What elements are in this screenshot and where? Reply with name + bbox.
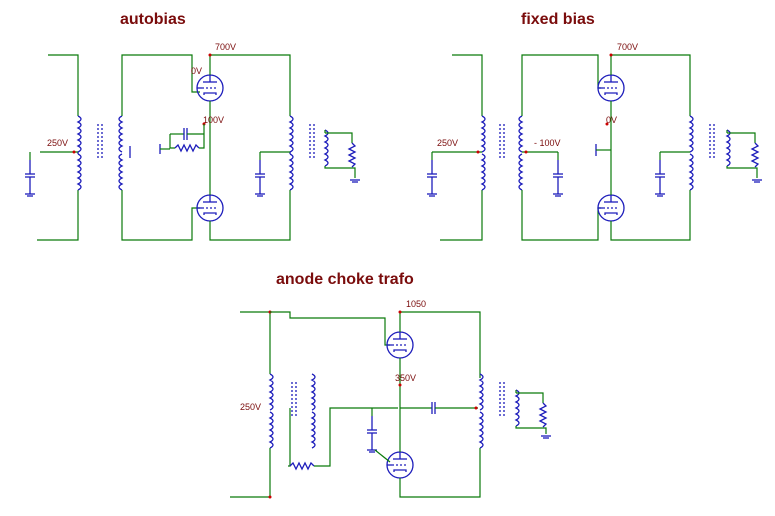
ac-supply-voltage: 1050 bbox=[406, 299, 426, 309]
fb-grid-voltage: 250V bbox=[437, 138, 458, 148]
input-secondary-winding bbox=[118, 115, 123, 153]
ac-grid-resistor bbox=[289, 462, 315, 470]
fixed-bias-title: fixed bias bbox=[521, 11, 595, 28]
output-cap bbox=[254, 159, 266, 197]
fb-input-secondary-winding-lower bbox=[518, 153, 523, 191]
autobias-grid-voltage: 250V bbox=[47, 138, 68, 148]
input-cap bbox=[24, 159, 36, 197]
output-ground bbox=[349, 179, 361, 183]
ac-load-resistor bbox=[539, 402, 547, 428]
ac-mid-voltage: 350V bbox=[395, 373, 416, 383]
autobias-supply-voltage: 700V bbox=[215, 42, 236, 52]
fb-output-ground bbox=[751, 179, 763, 183]
ac-input-primary-winding bbox=[269, 373, 274, 411]
ac-output-primary-winding bbox=[479, 373, 484, 411]
ac-lower-tube bbox=[386, 451, 414, 479]
input-core bbox=[97, 123, 103, 159]
input-primary-winding bbox=[77, 115, 82, 153]
anode-choke-title: anode choke trafo bbox=[276, 271, 414, 288]
ac-output-core bbox=[499, 381, 505, 417]
cathode-resistor bbox=[174, 144, 200, 152]
input-wire bbox=[37, 54, 79, 241]
output-primary-winding-lower bbox=[289, 153, 294, 191]
output-secondary-winding bbox=[324, 129, 329, 167]
fb-load-resistor bbox=[751, 142, 759, 168]
output-core bbox=[309, 123, 315, 159]
upper-tube bbox=[196, 74, 224, 102]
ac-bias-cap bbox=[366, 415, 378, 453]
fb-input-primary-winding-lower bbox=[481, 153, 486, 191]
fb-input-core bbox=[499, 123, 505, 159]
autobias-circuit: autobias 250V 700V 0V 100V bbox=[24, 11, 361, 241]
fb-lower-tube bbox=[597, 194, 625, 222]
load-resistor bbox=[348, 142, 356, 168]
ac-output-primary-winding-lower bbox=[479, 411, 484, 449]
ac-input-core bbox=[291, 381, 297, 417]
ac-grid-voltage: 250V bbox=[240, 402, 261, 412]
autobias-title: autobias bbox=[120, 11, 186, 28]
ac-secondary-winding bbox=[311, 373, 316, 411]
fb-input-primary-winding bbox=[481, 115, 486, 153]
fb-upper-tube bbox=[597, 74, 625, 102]
ac-input-primary-winding-lower bbox=[269, 411, 274, 449]
ac-upper-tube bbox=[386, 331, 414, 359]
autobias-cathode-voltage: 100V bbox=[203, 115, 224, 125]
fb-output-secondary-winding bbox=[726, 129, 731, 167]
fb-output-primary-winding bbox=[689, 115, 694, 153]
fb-supply-voltage: 700V bbox=[617, 42, 638, 52]
input-primary-winding-lower bbox=[77, 153, 82, 191]
fb-input-secondary-winding bbox=[518, 115, 523, 153]
fb-bias-cap bbox=[552, 159, 564, 197]
output-primary-winding bbox=[289, 115, 294, 153]
autobias-mid-voltage: 0V bbox=[191, 66, 202, 76]
fb-output-cap bbox=[654, 159, 666, 197]
fixed-bias-circuit: fixed bias 250V - 100V 700V 0V bbox=[426, 11, 763, 241]
fb-bias-voltage: - 100V bbox=[534, 138, 561, 148]
fb-mid-voltage: 0V bbox=[606, 115, 617, 125]
ac-output-secondary-winding bbox=[515, 389, 520, 427]
anode-choke-circuit: anode choke trafo 250V 1050 350V bbox=[230, 271, 552, 499]
fb-output-core bbox=[709, 123, 715, 159]
ac-secondary-winding-lower bbox=[311, 411, 316, 449]
fb-input-cap bbox=[426, 159, 438, 197]
ac-output-ground bbox=[540, 435, 552, 439]
lower-tube bbox=[196, 194, 224, 222]
input-secondary-winding-lower bbox=[118, 153, 123, 191]
fb-output-primary-winding-lower bbox=[689, 153, 694, 191]
